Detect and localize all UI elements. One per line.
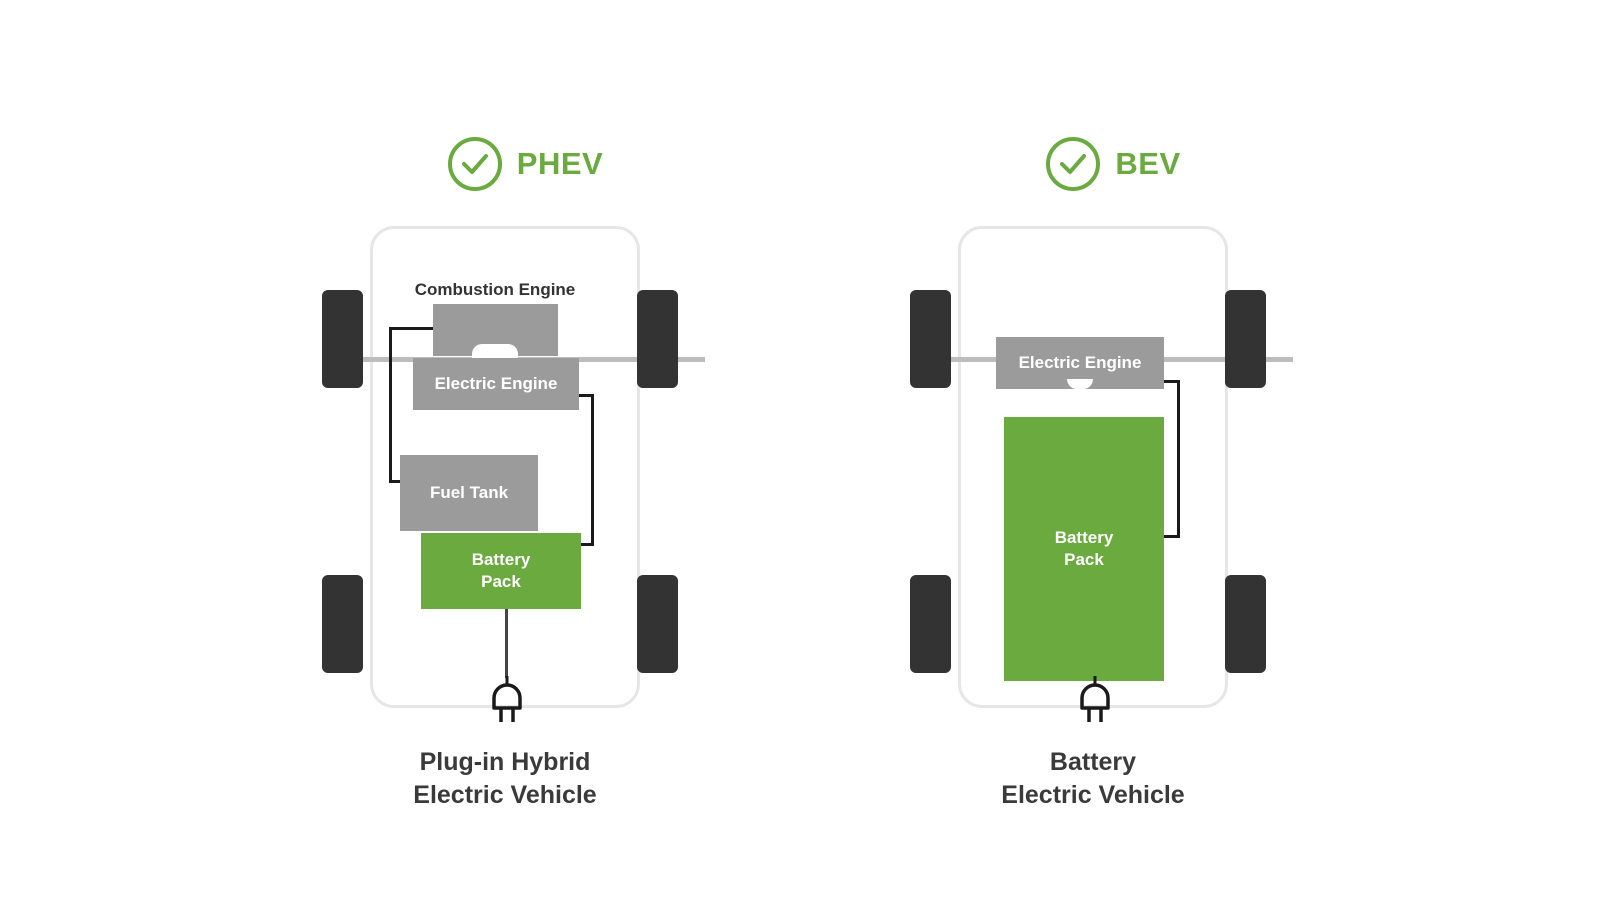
wheel-rear-right (637, 575, 678, 673)
check-circle-icon (1046, 137, 1101, 191)
phev-heading: PHEV (315, 136, 735, 192)
battery-pack-label-line2: Pack (481, 572, 521, 591)
wheel-front-left (910, 290, 951, 388)
wheel-front-right (1225, 290, 1266, 388)
electric-engine-block: Electric Engine (413, 358, 579, 410)
battery-pack-label-line2: Pack (1064, 550, 1104, 569)
check-circle-icon (447, 137, 502, 191)
wheel-front-right (637, 290, 678, 388)
phev-heading-label: PHEV (516, 146, 604, 181)
bev-caption-line2: Electric Vehicle (1001, 781, 1185, 809)
bev-heading-label: BEV (1115, 146, 1181, 181)
electric-engine-block: Electric Engine (996, 337, 1164, 389)
battery-pack-block: Battery Pack (1004, 417, 1164, 681)
wheel-rear-left (322, 575, 363, 673)
engine-notch (1067, 379, 1093, 389)
battery-pack-label-line1: Battery (1054, 528, 1114, 547)
fuel-tank-block: Fuel Tank (400, 455, 538, 531)
phev-caption-line1: Plug-in Hybrid (419, 748, 591, 776)
combustion-engine-block (433, 304, 558, 360)
wheel-front-left (322, 290, 363, 388)
charge-cable (505, 608, 508, 678)
bev-caption: Battery Electric Vehicle (903, 746, 1283, 812)
fuel-tank-label: Fuel Tank (429, 483, 509, 502)
power-cable (575, 394, 594, 546)
bev-diagram: BEV Electric Engine Battery Pack Battery… (903, 0, 1323, 900)
wheel-rear-right (1225, 575, 1266, 673)
battery-pack-block: Battery Pack (421, 533, 581, 609)
bev-heading: BEV (903, 136, 1323, 192)
plug-icon (492, 676, 522, 722)
wheel-rear-left (910, 575, 951, 673)
power-cable (1161, 380, 1180, 538)
phev-diagram: PHEV Combustion Engine Electric Engine F… (315, 0, 735, 900)
phev-caption-line2: Electric Vehicle (413, 781, 597, 809)
electric-engine-label: Electric Engine (434, 374, 558, 393)
electric-engine-label: Electric Engine (1018, 353, 1142, 372)
plug-icon (1080, 676, 1110, 722)
battery-pack-label-line1: Battery (471, 550, 531, 569)
engine-notch (472, 344, 518, 360)
phev-caption: Plug-in Hybrid Electric Vehicle (315, 746, 695, 812)
combustion-engine-label: Combustion Engine (414, 280, 576, 299)
bev-caption-line1: Battery (1049, 748, 1137, 776)
